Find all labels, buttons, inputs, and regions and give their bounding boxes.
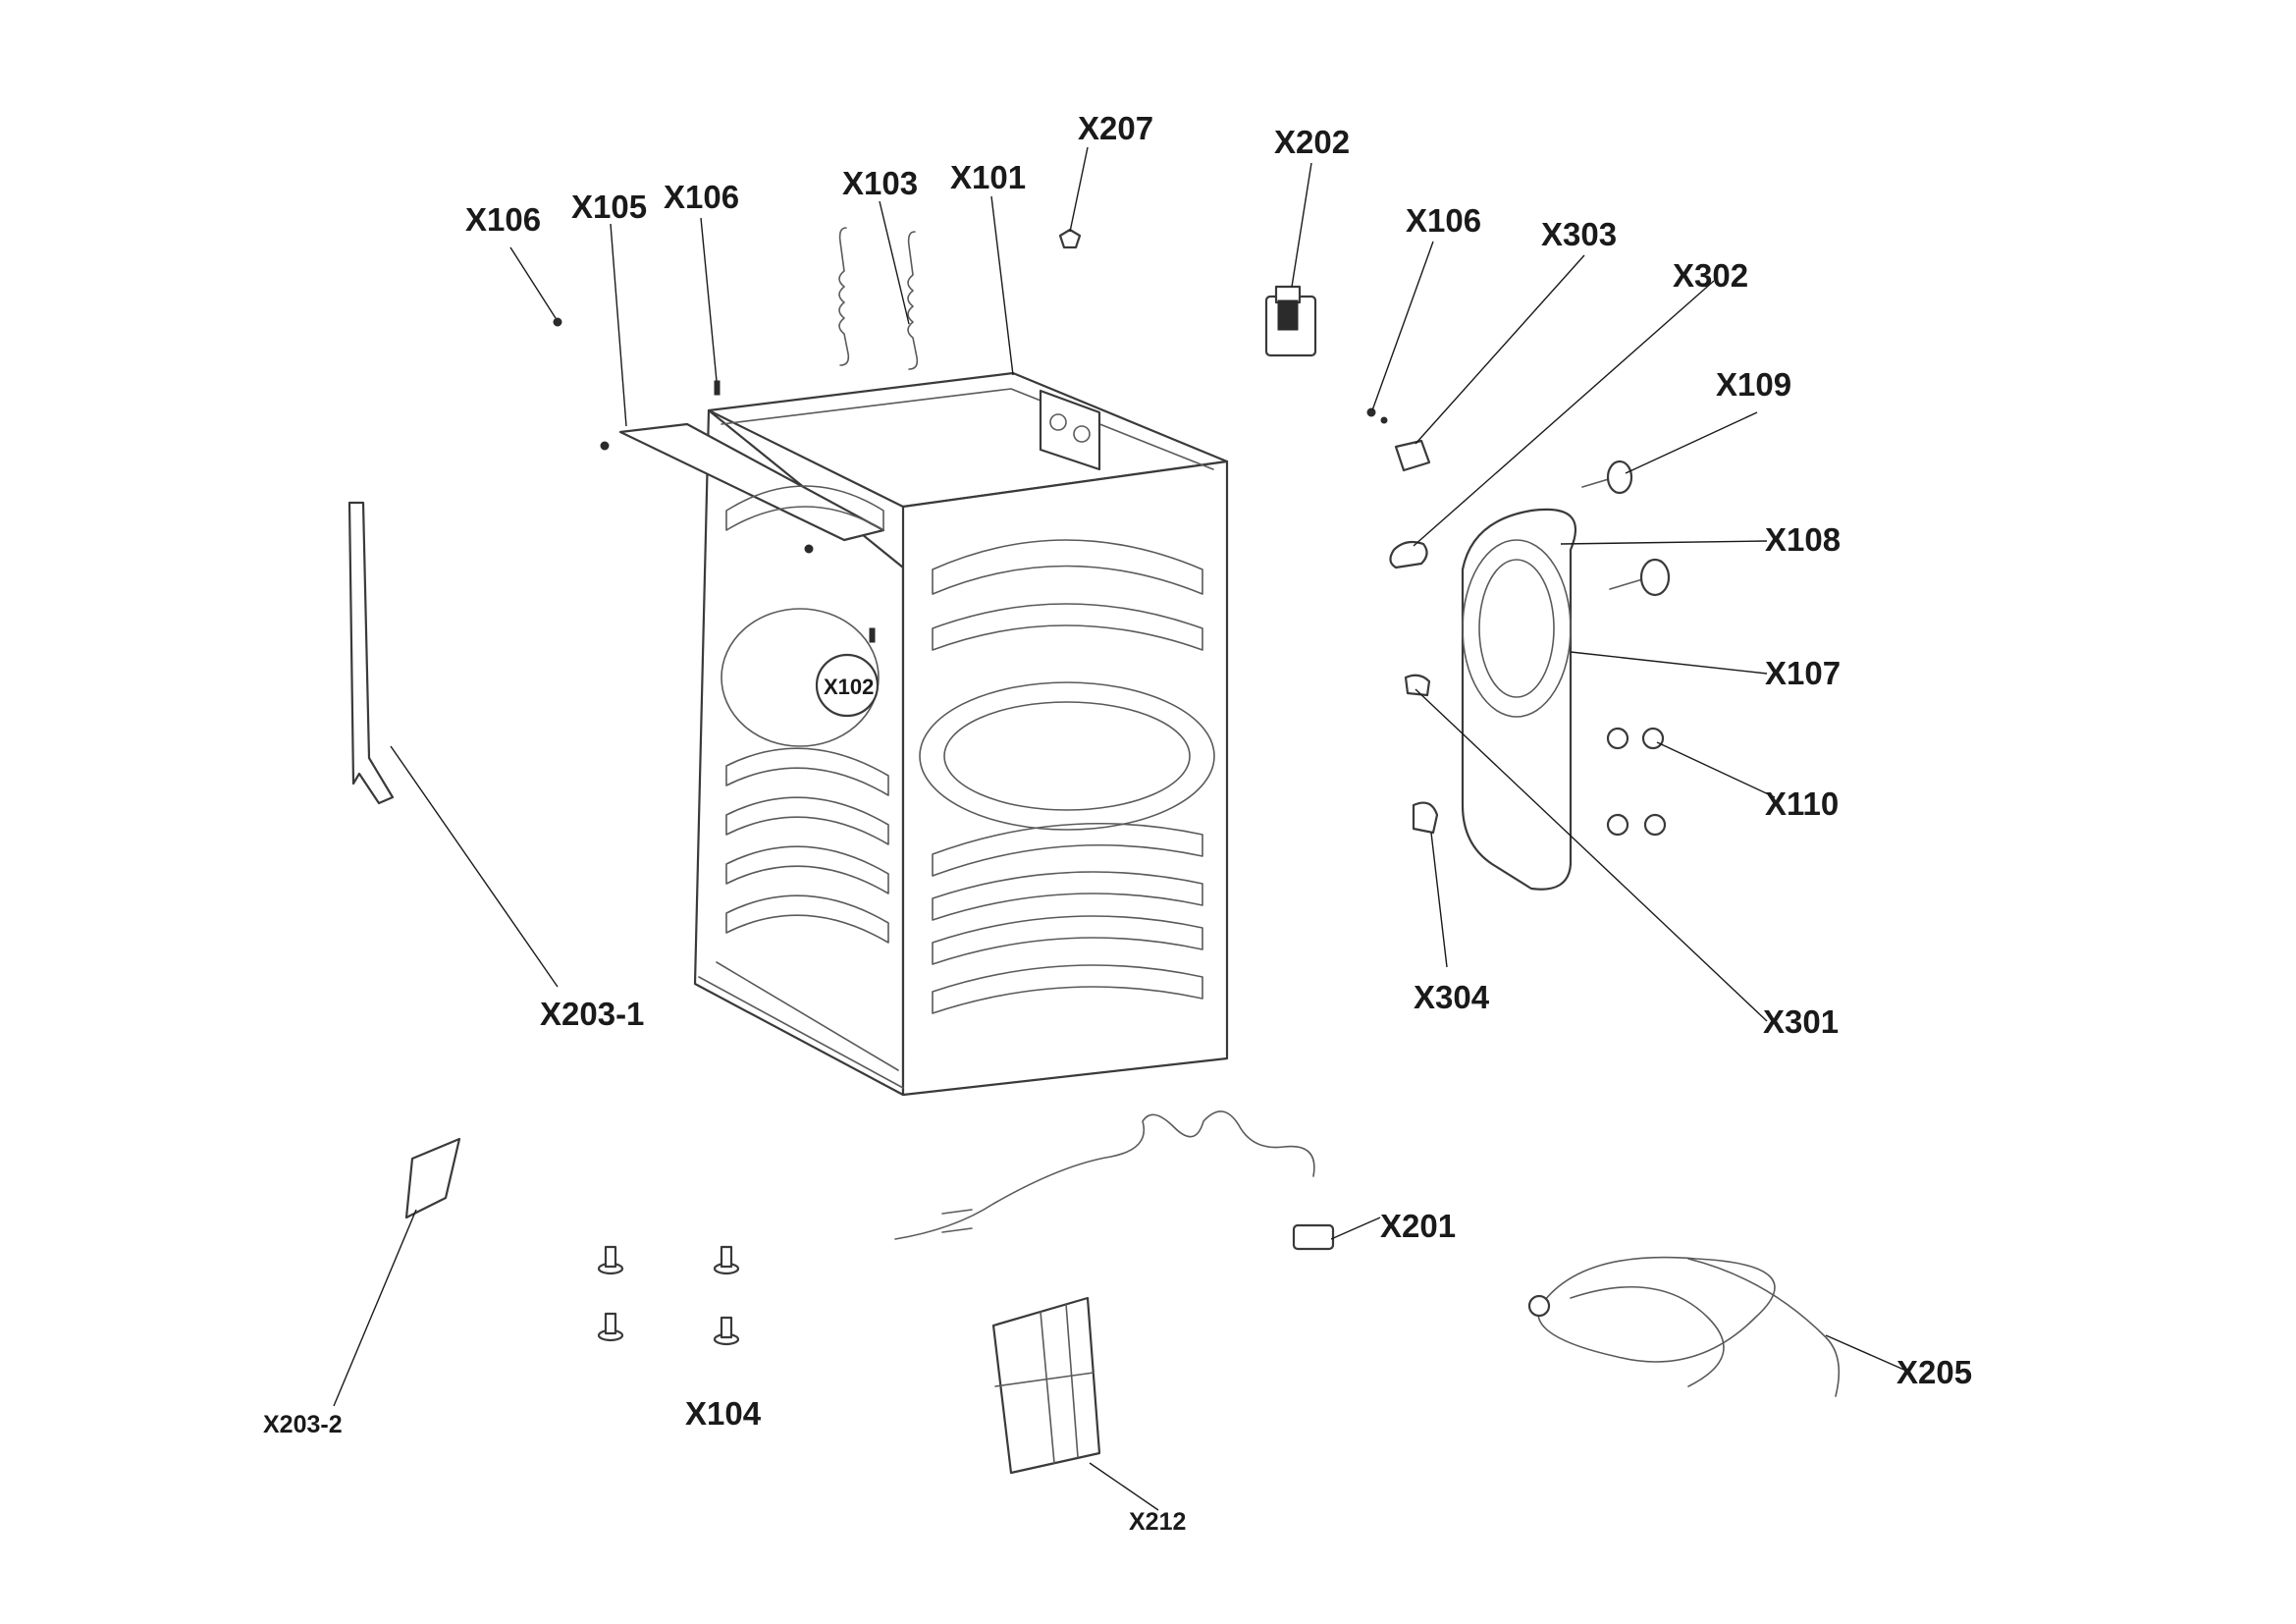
label-x207: X207	[1078, 110, 1153, 146]
callout-circle	[815, 653, 880, 718]
label-x107: X107	[1765, 655, 1841, 691]
hinge-part	[1412, 801, 1439, 835]
label-x304: X304	[1414, 979, 1490, 1015]
label-x202: X202	[1274, 124, 1350, 160]
clip-part	[1058, 228, 1082, 249]
bolt-part	[1609, 558, 1671, 597]
springs-part	[838, 227, 919, 370]
label-x110: X110	[1765, 785, 1839, 822]
bracket-part	[1394, 439, 1431, 472]
cabinet-rear-bracket	[1039, 389, 1101, 471]
screw-part	[1366, 407, 1376, 417]
cabinet-base-inner	[716, 961, 899, 1071]
bracket-hole	[1073, 425, 1091, 443]
bolt-part	[1581, 460, 1633, 495]
label-x302: X302	[1673, 257, 1748, 294]
part-labels: X106 X105 X106 X103 X101 X207 X202 X106 …	[263, 110, 1972, 1536]
bumpers-part	[1606, 727, 1667, 837]
leader-lines	[333, 146, 1907, 1511]
front-panel-part	[1461, 508, 1576, 891]
filter-block-part	[991, 1296, 1101, 1475]
module-part	[1264, 285, 1317, 357]
screw-part	[553, 317, 562, 327]
label-x108: X108	[1765, 521, 1841, 558]
label-x201: X201	[1380, 1208, 1456, 1244]
label-x203-2: X203-2	[263, 1411, 343, 1438]
screw-part	[714, 380, 721, 396]
cabinet-inner-edge	[721, 388, 1214, 470]
screw-part	[869, 627, 876, 643]
small-bracket-part	[404, 1137, 461, 1219]
wire-harness-part	[1527, 1256, 1841, 1397]
label-x109: X109	[1716, 366, 1791, 403]
screw-part	[1380, 416, 1388, 424]
latch-part	[1389, 540, 1428, 569]
label-x203-1: X203-1	[540, 996, 644, 1032]
hinge-part	[1404, 674, 1431, 697]
label-x103: X103	[842, 165, 918, 201]
label-x303: X303	[1541, 216, 1617, 252]
label-x106: X106	[1406, 202, 1481, 239]
right-panel-ribs	[919, 539, 1215, 1014]
cabinet-assembly	[618, 371, 1229, 1097]
label-x101: X101	[950, 159, 1026, 195]
label-x106: X106	[465, 201, 541, 238]
power-cord-part	[894, 1110, 1335, 1251]
left-bar-part	[347, 501, 395, 805]
screw-part	[804, 544, 814, 554]
label-x104: X104	[685, 1395, 762, 1432]
feet-part	[597, 1245, 740, 1346]
left-panel-ribs	[721, 485, 889, 944]
label-x106: X106	[664, 179, 739, 215]
label-x205: X205	[1896, 1354, 1972, 1390]
bracket-hole	[1049, 413, 1067, 431]
label-x102: X102	[824, 675, 874, 699]
screw-part	[600, 441, 610, 451]
cabinet-right-panel	[901, 460, 1229, 1097]
cabinet-base-edge	[698, 976, 904, 1089]
label-x301: X301	[1763, 1003, 1839, 1040]
label-x105: X105	[571, 189, 647, 225]
label-x212: X212	[1129, 1508, 1186, 1536]
